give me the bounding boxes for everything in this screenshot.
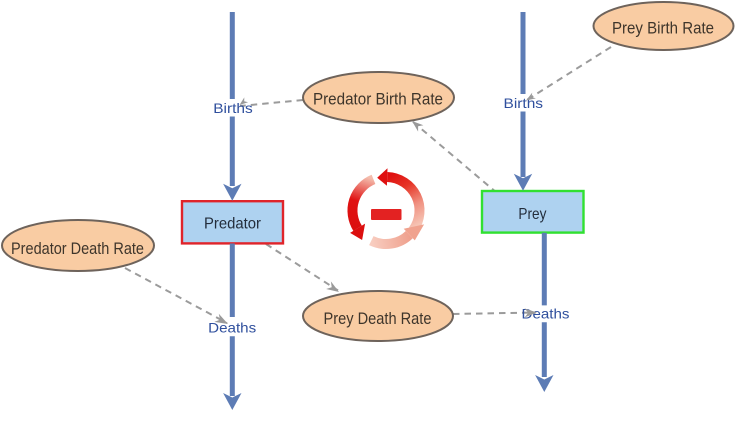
svg-text:Predator Birth Rate: Predator Birth Rate — [313, 90, 443, 109]
svg-text:Prey Birth Rate: Prey Birth Rate — [612, 19, 714, 38]
svg-text:Deaths: Deaths — [522, 306, 570, 322]
svg-text:Prey: Prey — [518, 206, 546, 223]
svg-text:Predator: Predator — [204, 216, 262, 233]
svg-text:Predator Death Rate: Predator Death Rate — [11, 239, 144, 258]
svg-text:Births: Births — [504, 95, 544, 111]
svg-text:Deaths: Deaths — [208, 320, 256, 336]
svg-text:Births: Births — [213, 100, 253, 116]
svg-text:Prey Death Rate: Prey Death Rate — [324, 309, 432, 328]
